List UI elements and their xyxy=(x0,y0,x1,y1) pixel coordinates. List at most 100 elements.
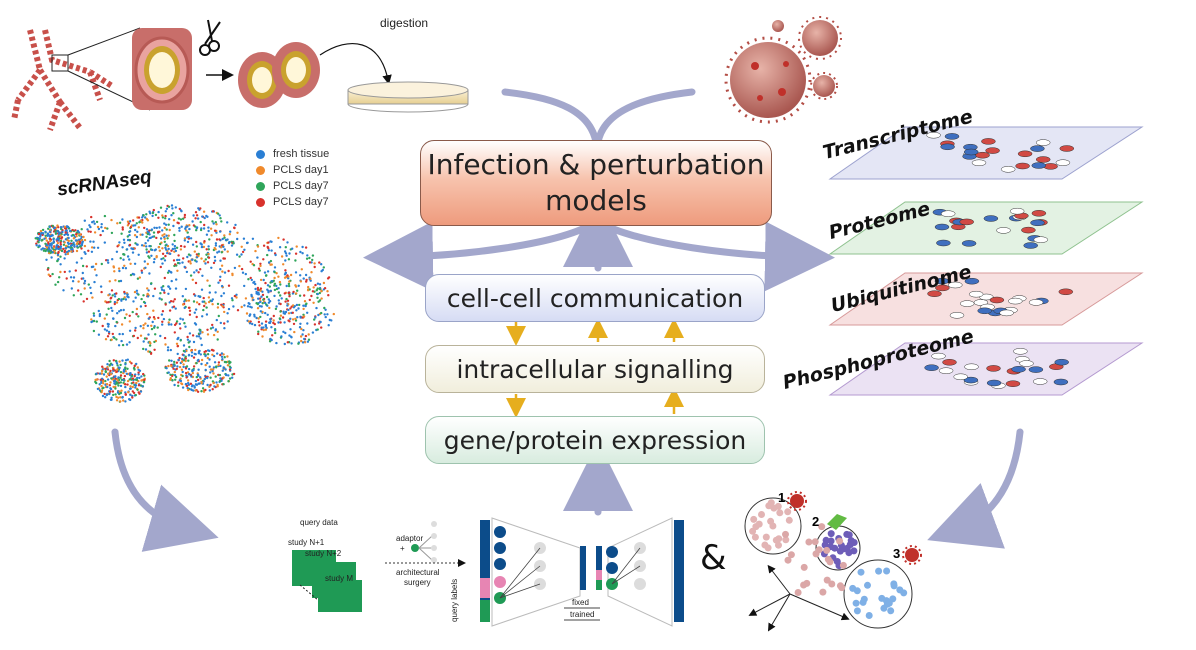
scatter-point xyxy=(170,249,173,252)
scatter-point xyxy=(203,304,206,308)
cluster-point xyxy=(812,550,820,558)
scatter-point xyxy=(177,384,180,387)
omics-layer-plane xyxy=(828,201,1144,255)
scatter-point xyxy=(87,283,91,286)
scatter-point xyxy=(52,246,56,249)
scatter-point xyxy=(223,322,226,325)
scatter-point xyxy=(185,374,188,377)
scatter-point xyxy=(106,372,110,375)
scatter-point xyxy=(219,217,222,220)
scissors-icon xyxy=(199,19,221,56)
scatter-point xyxy=(56,224,59,227)
scatter-point xyxy=(139,390,143,393)
scatter-point xyxy=(62,243,66,246)
scatter-point xyxy=(299,322,302,325)
scatter-point xyxy=(89,240,92,243)
scatter-point xyxy=(217,314,220,318)
scatter-point xyxy=(148,233,151,236)
scatter-point xyxy=(126,238,130,242)
scatter-point xyxy=(150,282,153,285)
scatter-point xyxy=(83,238,87,242)
scatter-point xyxy=(74,229,77,232)
scatter-point xyxy=(59,226,63,229)
scatter-point xyxy=(202,227,206,230)
scatter-point xyxy=(89,230,92,233)
scatter-point xyxy=(234,223,237,227)
scatter-point xyxy=(132,391,136,395)
scatter-point xyxy=(122,399,125,402)
scatter-point xyxy=(174,287,178,290)
scatter-point xyxy=(289,328,292,331)
scatter-point xyxy=(59,255,62,258)
cluster-point xyxy=(776,509,784,517)
scatter-point xyxy=(200,245,204,249)
scatter-point xyxy=(128,314,131,317)
scatter-point xyxy=(118,332,121,336)
scatter-point xyxy=(114,393,117,396)
scatter-point xyxy=(152,294,155,298)
cluster-point xyxy=(821,541,829,549)
legend-swatch xyxy=(256,197,265,207)
scatter-point xyxy=(89,286,92,289)
scatter-point xyxy=(173,298,176,301)
scatter-point xyxy=(99,233,102,237)
scatter-point xyxy=(148,344,152,347)
scatter-point xyxy=(59,270,62,274)
scatter-point xyxy=(161,247,164,250)
scatter-point xyxy=(217,250,221,253)
scatter-point xyxy=(144,216,147,219)
scatter-point xyxy=(268,321,271,324)
scatter-point xyxy=(165,248,168,251)
scatter-point xyxy=(206,353,210,356)
scatter-point xyxy=(201,274,204,277)
scatter-point xyxy=(173,239,176,243)
scatter-point xyxy=(115,320,118,324)
scatter-point xyxy=(48,230,52,233)
scatter-point xyxy=(123,316,127,320)
scatter-point xyxy=(309,277,312,280)
scatter-point xyxy=(112,359,116,362)
scatter-point xyxy=(191,243,195,246)
scatter-point xyxy=(106,363,109,366)
scatter-point xyxy=(221,270,224,273)
scatter-point xyxy=(142,294,145,297)
scatter-point xyxy=(164,210,167,213)
scatter-point xyxy=(195,315,198,319)
scatter-point xyxy=(161,216,165,219)
scatter-point xyxy=(152,309,155,312)
scatter-point xyxy=(131,247,135,251)
scatter-point xyxy=(221,358,224,361)
scatter-point xyxy=(194,379,198,383)
scatter-point xyxy=(164,246,167,249)
scatter-point xyxy=(132,381,135,384)
network-node xyxy=(1035,156,1051,163)
scatter-point xyxy=(202,308,205,312)
scatter-point xyxy=(203,353,206,356)
scatter-point xyxy=(213,385,216,388)
scatter-point xyxy=(240,305,243,309)
scatter-point xyxy=(306,254,309,257)
scatter-point xyxy=(226,355,229,358)
scatter-point xyxy=(182,354,185,357)
scatter-point xyxy=(47,227,50,230)
scatter-point xyxy=(220,352,224,355)
scatter-point xyxy=(297,307,300,310)
scatter-point xyxy=(173,247,177,250)
scatter-point xyxy=(287,312,291,315)
scatter-point xyxy=(142,380,146,384)
scatter-point xyxy=(135,313,138,316)
scatter-point xyxy=(100,223,103,226)
scatter-point xyxy=(188,227,191,231)
network-node xyxy=(1058,288,1074,296)
scatter-point xyxy=(247,278,250,281)
scatter-point xyxy=(287,291,290,295)
scatter-point xyxy=(322,266,325,269)
scatter-point xyxy=(196,378,200,382)
scatter-point xyxy=(161,310,165,313)
scatter-point xyxy=(265,303,268,306)
scatter-point xyxy=(295,309,298,312)
scatter-point xyxy=(141,233,144,236)
scatter-point xyxy=(313,323,317,326)
scatter-point xyxy=(126,255,130,258)
scatter-point xyxy=(93,222,96,225)
